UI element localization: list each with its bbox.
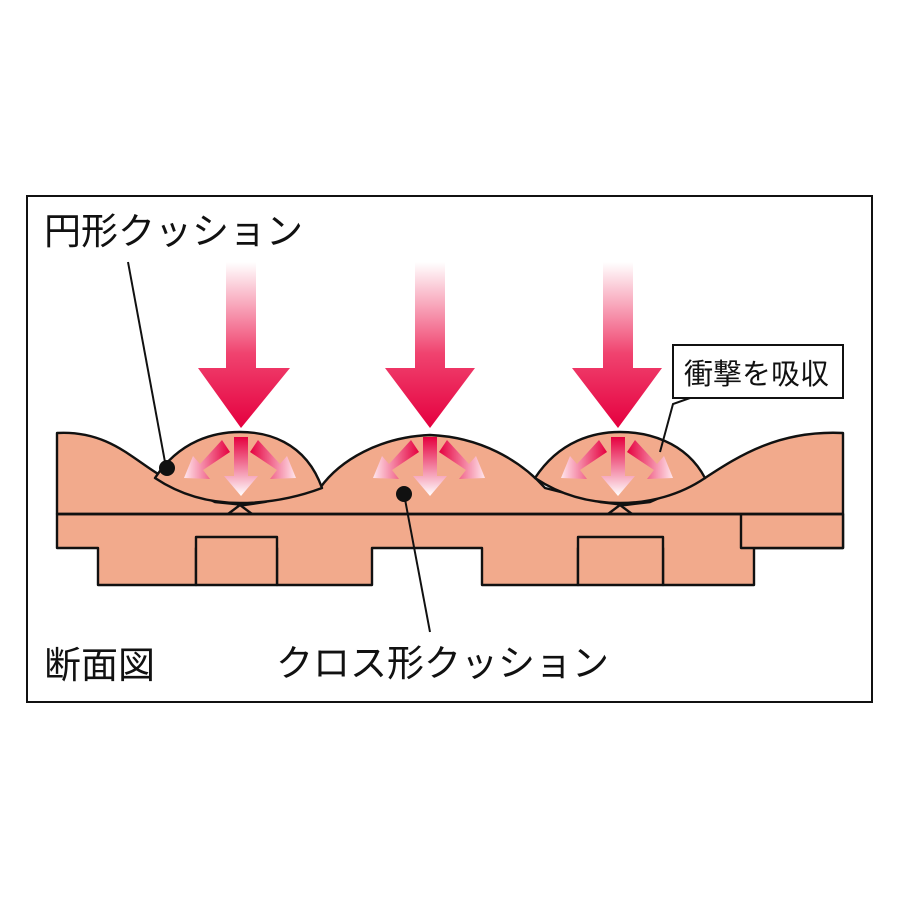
pointer-dot-circular bbox=[159, 460, 175, 476]
leader-cross-cushion bbox=[403, 493, 431, 633]
cross-cushion-surface bbox=[55, 431, 845, 516]
dispersion-arrows-right bbox=[561, 437, 673, 496]
impact-arrow-center bbox=[385, 262, 475, 428]
impact-arrows bbox=[198, 262, 662, 428]
mat-step-right bbox=[739, 512, 845, 550]
label-cross-section: 断面図 bbox=[44, 644, 155, 687]
mat-base-strip bbox=[55, 512, 845, 587]
mat-notch-left bbox=[194, 535, 279, 587]
impact-arrow-left bbox=[198, 262, 290, 428]
label-impact-absorb: 衝撃を吸収 bbox=[684, 357, 829, 391]
dispersion-arrows-center bbox=[373, 437, 485, 496]
leader-lines bbox=[127, 261, 691, 633]
mat-notch-right bbox=[576, 535, 665, 587]
seam-right bbox=[607, 503, 633, 515]
label-circular-cushion: 円形クッション bbox=[44, 210, 303, 253]
impact-arrow-right bbox=[572, 262, 662, 428]
seam-left bbox=[227, 503, 253, 515]
leader-impact-absorb bbox=[659, 397, 691, 453]
leader-circular-cushion bbox=[127, 261, 166, 463]
dispersion-arrows-left bbox=[184, 437, 296, 496]
label-cross-cushion: クロス形クッション bbox=[276, 642, 609, 685]
impact-absorb-box bbox=[672, 344, 844, 399]
pointer-dot-cross bbox=[396, 486, 412, 502]
